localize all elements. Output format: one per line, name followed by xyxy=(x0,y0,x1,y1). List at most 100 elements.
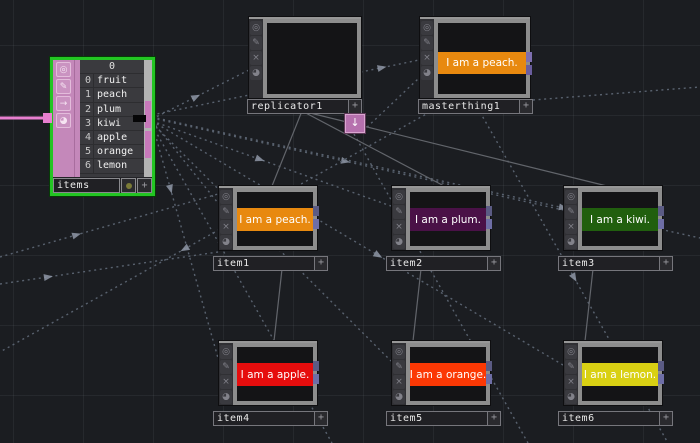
masterthing1-banner: I am a peach. xyxy=(438,52,526,74)
edit-flag-icon[interactable]: ✎ xyxy=(393,205,405,219)
bypass-flag-icon[interactable]: × xyxy=(565,220,577,234)
fingerprint-flag-icon[interactable]: ◕ xyxy=(393,390,405,404)
item2-viewer[interactable]: I am a plum. xyxy=(410,192,486,246)
row-index: 2 xyxy=(80,102,94,116)
item6-viewer[interactable]: I am a lemon. xyxy=(582,347,658,401)
edit-flag-icon[interactable]: ✎ xyxy=(220,360,232,374)
bypass-flag-icon[interactable]: × xyxy=(421,51,433,65)
node-item2[interactable]: ◎ ✎ × ◕ I am a plum. xyxy=(392,186,492,250)
output-connector[interactable] xyxy=(313,374,319,384)
item6-expand-button[interactable]: + xyxy=(659,411,673,426)
output-connector[interactable] xyxy=(486,219,492,229)
node-item3[interactable]: ◎ ✎ × ◕ I am a kiwi. xyxy=(564,186,664,250)
export-flag-icon[interactable]: → xyxy=(56,96,71,111)
link-arrowhead xyxy=(43,274,53,281)
edit-flag-icon[interactable]: ✎ xyxy=(565,360,577,374)
item2-name-field[interactable]: item2 xyxy=(386,256,488,271)
item4-viewer[interactable]: I am a apple. xyxy=(237,347,313,401)
viewer-flag-icon[interactable]: ◎ xyxy=(393,190,405,204)
output-connector[interactable] xyxy=(313,361,319,371)
edit-flag-icon[interactable]: ✎ xyxy=(220,205,232,219)
viewer-flag-icon[interactable]: ◎ xyxy=(220,345,232,359)
viewer-flag-icon[interactable]: ◎ xyxy=(565,190,577,204)
edit-flag-icon[interactable]: ✎ xyxy=(565,205,577,219)
bypass-flag-icon[interactable]: × xyxy=(565,375,577,389)
output-connector[interactable] xyxy=(486,374,492,384)
item5-expand-button[interactable]: + xyxy=(487,411,501,426)
scrollbar-thumb[interactable] xyxy=(145,131,151,158)
viewer-flag-icon[interactable]: ◎ xyxy=(565,345,577,359)
items-scrollbar[interactable] xyxy=(144,60,152,177)
bypass-flag-icon[interactable]: × xyxy=(220,220,232,234)
fingerprint-flag-icon[interactable]: ◕ xyxy=(56,113,71,128)
fingerprint-flag-icon[interactable]: ◕ xyxy=(250,66,262,80)
bypass-flag-icon[interactable]: × xyxy=(250,51,262,65)
replicator1-name-field[interactable]: replicator1 xyxy=(247,99,349,114)
bypass-flag-icon[interactable]: × xyxy=(393,375,405,389)
edit-flag-icon[interactable]: ✎ xyxy=(250,36,262,50)
node-masterthing1[interactable]: ◎ ✎ × ◕ I am a peach. xyxy=(420,17,532,98)
output-connector[interactable] xyxy=(313,206,319,216)
masterthing1-viewer[interactable]: I am a peach. xyxy=(438,23,526,94)
masterthing1-expand-button[interactable]: + xyxy=(519,99,533,114)
node-wire xyxy=(271,110,303,187)
node-replicator1[interactable]: ◎ ✎ × ◕ xyxy=(249,17,361,98)
output-connector[interactable] xyxy=(313,219,319,229)
scrollbar-thumb[interactable] xyxy=(145,101,151,128)
viewer-flag-icon[interactable]: ◎ xyxy=(393,345,405,359)
item2-expand-button[interactable]: + xyxy=(487,256,501,271)
edit-flag-icon[interactable]: ✎ xyxy=(56,79,71,94)
viewer-flag-icon[interactable]: ◎ xyxy=(56,62,71,77)
item3-expand-button[interactable]: + xyxy=(659,256,673,271)
row-value: lemon xyxy=(97,160,128,172)
output-connector[interactable] xyxy=(658,361,664,371)
viewer-flag-icon[interactable]: ◎ xyxy=(421,21,433,35)
item4-expand-button[interactable]: + xyxy=(314,411,328,426)
link-arrowhead xyxy=(569,272,577,282)
output-connector[interactable] xyxy=(658,206,664,216)
viewer-flag-icon[interactable]: ◎ xyxy=(220,190,232,204)
viewer-flag-icon[interactable]: ◎ xyxy=(250,21,262,35)
item1-name-field[interactable]: item1 xyxy=(213,256,315,271)
edit-flag-icon[interactable]: ✎ xyxy=(421,36,433,50)
fingerprint-flag-icon[interactable]: ◕ xyxy=(565,390,577,404)
masterthing1-name-field[interactable]: masterthing1 xyxy=(418,99,520,114)
fingerprint-flag-icon[interactable]: ◕ xyxy=(421,66,433,80)
output-connector[interactable] xyxy=(658,374,664,384)
items-expand-button[interactable]: + xyxy=(137,178,152,193)
node-item5[interactable]: ◎ ✎ × ◕ I am a orange. xyxy=(392,341,492,405)
output-connector[interactable] xyxy=(526,52,532,62)
item5-name-field[interactable]: item5 xyxy=(386,411,488,426)
item1-viewer[interactable]: I am a peach. xyxy=(237,192,313,246)
items-input-connector[interactable] xyxy=(43,113,52,123)
item3-viewer[interactable]: I am a kiwi. xyxy=(582,192,658,246)
output-connector[interactable] xyxy=(486,206,492,216)
item4-name-field[interactable]: item4 xyxy=(213,411,315,426)
docked-node-button[interactable]: ↓ xyxy=(345,114,365,133)
node-item4[interactable]: ◎ ✎ × ◕ I am a apple. xyxy=(219,341,319,405)
item1-expand-button[interactable]: + xyxy=(314,256,328,271)
output-connector[interactable] xyxy=(526,65,532,75)
output-connector[interactable] xyxy=(486,361,492,371)
items-indicator[interactable] xyxy=(121,178,136,193)
item5-viewer[interactable]: I am a orange. xyxy=(410,347,486,401)
bypass-flag-icon[interactable]: × xyxy=(393,220,405,234)
node-item6[interactable]: ◎ ✎ × ◕ I am a lemon. xyxy=(564,341,664,405)
output-connector[interactable] xyxy=(658,219,664,229)
item6-name-field[interactable]: item6 xyxy=(558,411,660,426)
fingerprint-flag-icon[interactable]: ◕ xyxy=(393,235,405,249)
items-output-connector[interactable] xyxy=(133,115,146,122)
replicator1-expand-button[interactable]: + xyxy=(348,99,362,114)
edit-flag-icon[interactable]: ✎ xyxy=(393,360,405,374)
item3-name-field[interactable]: item3 xyxy=(558,256,660,271)
fingerprint-flag-icon[interactable]: ◕ xyxy=(565,235,577,249)
items-name-field[interactable]: items xyxy=(53,178,120,193)
fingerprint-flag-icon[interactable]: ◕ xyxy=(220,390,232,404)
link-arrowhead xyxy=(377,65,387,72)
node-item1[interactable]: ◎ ✎ × ◕ I am a peach. xyxy=(219,186,319,250)
bypass-flag-icon[interactable]: × xyxy=(220,375,232,389)
replicator1-viewer[interactable] xyxy=(267,23,357,94)
fingerprint-flag-icon[interactable]: ◕ xyxy=(220,235,232,249)
